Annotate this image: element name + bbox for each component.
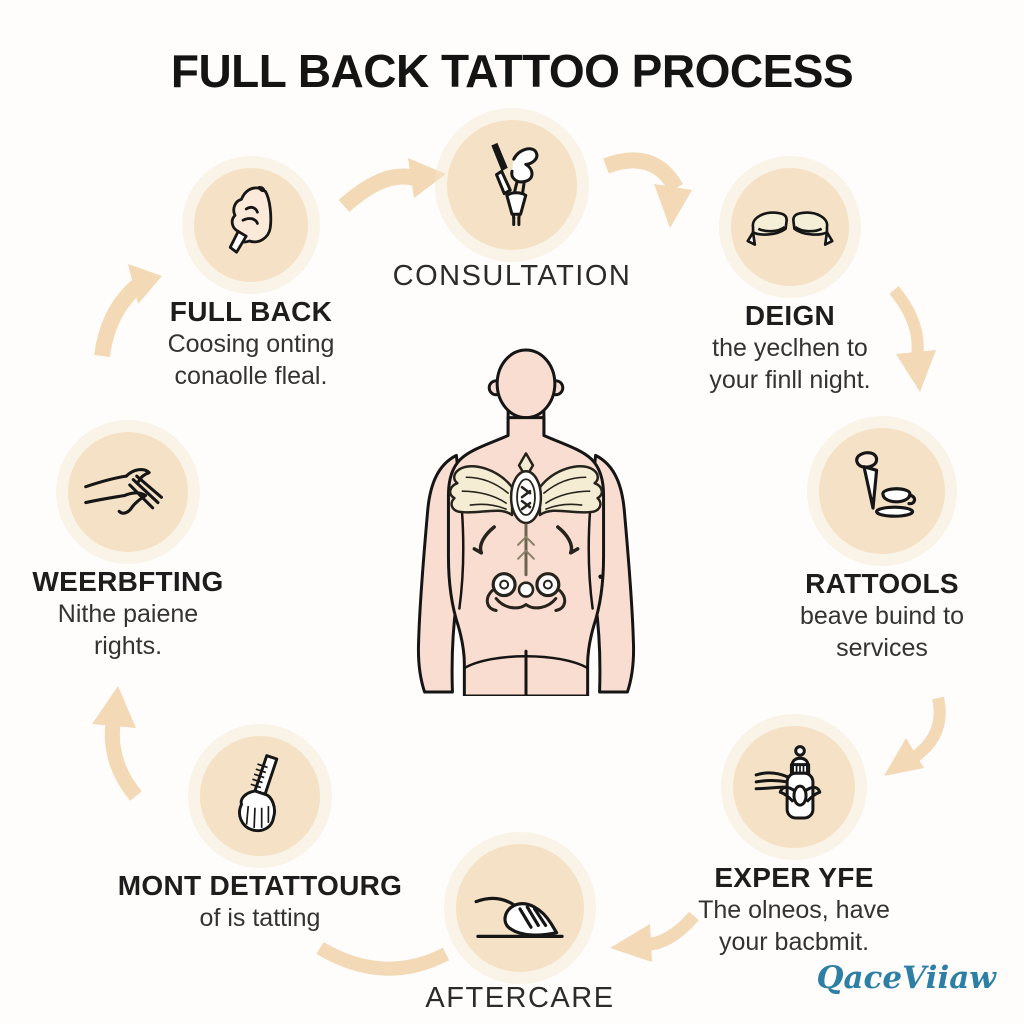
- hand-needle-coffee-cup-icon: [855, 451, 917, 518]
- design-sketch-halves-icon: [746, 211, 834, 246]
- brand-logo: QaceViiaw: [816, 960, 996, 996]
- step-mont-detattourg: MONT DETATTOURG of is tatting: [110, 736, 410, 934]
- flow-arrow-down-icon: [889, 286, 936, 392]
- flow-arrow-down-left-icon: [884, 696, 946, 776]
- back-figure-illustration: [416, 348, 636, 696]
- step-circle: [819, 428, 945, 554]
- step-circle: [733, 726, 855, 848]
- step-caption-line: the yeclhen to: [712, 334, 868, 362]
- step-aftercare: AFTERCARE: [390, 844, 650, 1015]
- flow-arrow-right-icon: [338, 158, 446, 213]
- step-consultation: CONSULTATION: [382, 120, 642, 293]
- step-circle: [447, 120, 577, 250]
- step-caption-line: services: [836, 634, 928, 662]
- tattoo-pen-and-hand-icon: [491, 142, 539, 227]
- step-label: AFTERCARE: [425, 982, 615, 1014]
- step-heading: EXPER YFE: [714, 862, 874, 893]
- step-circle: [456, 844, 584, 972]
- step-circle: [731, 168, 849, 286]
- step-caption-line: Coosing onting: [167, 330, 335, 358]
- step-caption-line: conaolle fleal.: [174, 362, 328, 390]
- step-caption-line: your finll night.: [709, 366, 871, 394]
- step-circle: [194, 168, 308, 282]
- step-full-back: FULL BACK Coosing onting conaolle fleal.: [120, 168, 382, 392]
- ink-bottle-with-hand-icon: [754, 745, 822, 820]
- step-heading: DEIGN: [744, 300, 836, 331]
- flow-arc-icon: [316, 941, 450, 976]
- step-exper-yfe: EXPER YFE The olneos, have your bacbmit.: [672, 726, 916, 958]
- flow-arrow-up-icon: [92, 686, 142, 801]
- step-caption-line: of is tatting: [199, 904, 321, 932]
- step-caption-line: Nithe paiene: [57, 600, 199, 628]
- step-circle: [68, 432, 188, 552]
- page-title: FULL BACK TATTOO PROCESS: [170, 45, 854, 97]
- working-hands-icon: [84, 468, 163, 515]
- step-heading: FULL BACK: [169, 296, 333, 327]
- step-circle: [200, 736, 320, 856]
- flow-arrow-down-right-icon: [603, 152, 692, 228]
- step-weerbfting: WEERBFTING Nithe paiene rights.: [18, 432, 238, 662]
- step-heading: MONT DETATTOURG: [117, 870, 403, 901]
- flow-arrow-up-right-icon: [94, 264, 162, 358]
- hand-holding-pen-icon: [228, 186, 273, 254]
- flow-arrow-left-icon: [610, 911, 699, 962]
- step-caption-line: The olneos, have: [698, 896, 890, 924]
- step-deign: DEIGN the yeclhen to your finll night.: [670, 168, 910, 396]
- step-heading: RATTOOLS: [805, 568, 959, 599]
- hand-smoothing-skin-icon: [474, 896, 564, 938]
- step-caption-line: rights.: [93, 632, 163, 660]
- step-label: CONSULTATION: [392, 260, 632, 292]
- step-rattools: RATTOOLS beave buind to services: [768, 428, 996, 664]
- step-heading: WEERBFTING: [32, 566, 224, 597]
- step-caption-line: beave buind to: [799, 602, 965, 630]
- broom-brush-icon: [238, 754, 279, 833]
- step-caption-line: your bacbmit.: [718, 928, 870, 956]
